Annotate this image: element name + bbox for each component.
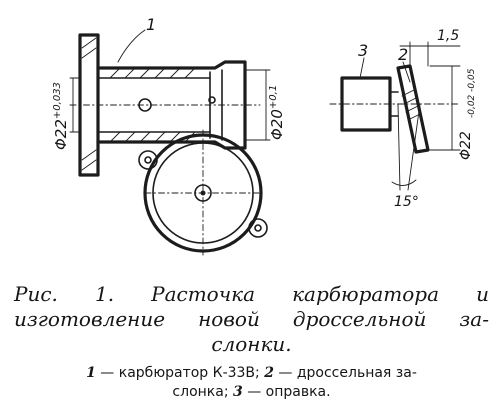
dim-plate-tol: -0,02 -0,05 [467,68,477,118]
mandrel-assembly [329,41,461,191]
legend-num-3: 3 [233,384,243,400]
callout-2: 2 [398,45,408,64]
caption-line-3: слонки. [211,332,292,356]
tube-outline [96,60,247,150]
legend-num-2: 2 [264,365,274,381]
throttle-plate [396,64,430,154]
legend-num-1: 1 [86,365,96,381]
dim-inner: Φ20+0,1 [268,85,286,140]
technical-drawing: 1 Φ22+0,033 Φ20+0,1 3 [52,15,477,256]
figure-caption: Рис. 1. Расточка карбюратора и изготовле… [14,282,489,357]
dim-bore: Φ22+0,033 [52,82,70,150]
callout-3: 3 [358,41,368,60]
legend-text-1: — карбюратор К-33В; [95,365,265,381]
dim-gap: 1,5 [437,28,459,44]
carburetor-body [69,29,271,177]
figure-legend: 1 — карбюратор К-33В; 2 — дроссельная за… [14,364,489,402]
legend-text-3: слонка; [172,384,233,400]
legend-text-4: — оправка. [242,384,331,400]
legend-text-2: — дроссельная за- [273,365,417,381]
flange-hatching [81,37,97,171]
legend-line-1: 1 — карбюратор К-33В; 2 — дроссельная за… [14,364,489,383]
float-chamber [138,129,268,256]
dim-plate: Φ22 [458,131,474,160]
dim-angle: 15° [394,194,419,210]
legend-line-2: слонка; 3 — оправка. [14,383,489,402]
caption-line-1: Рис. 1. Расточка карбюратора и [14,282,489,306]
callout-1: 1 [146,15,156,34]
caption-line-2: изготовление новой дроссельной за- [14,307,489,331]
